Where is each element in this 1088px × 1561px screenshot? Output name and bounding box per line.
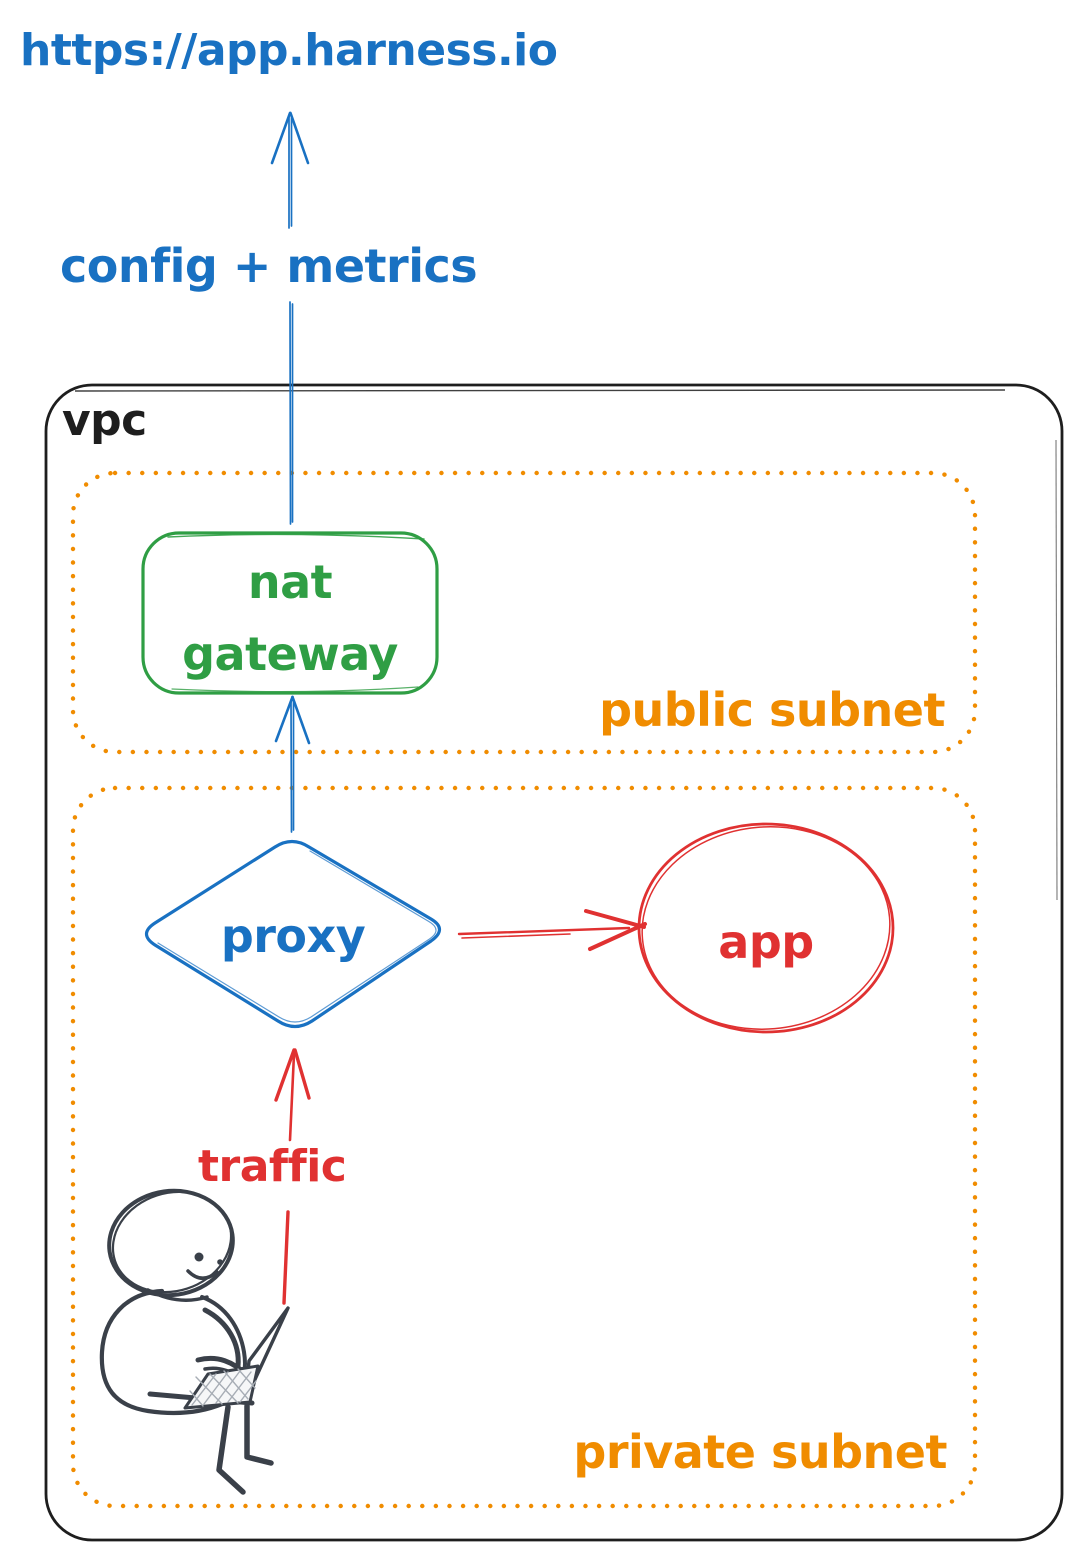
arrow-proxy-to-app (457, 909, 647, 951)
leg-back (244, 1403, 274, 1466)
vpc-box (44, 383, 1064, 1542)
laptop-keyboard (183, 1364, 260, 1410)
person-figure (99, 1188, 290, 1495)
public-subnet-border (70, 470, 978, 755)
nat-gateway-box (141, 531, 439, 695)
app-label: app (718, 915, 814, 969)
traffic-label: traffic (198, 1141, 347, 1192)
eye-dot (194, 1252, 204, 1262)
config-metrics-label: config + metrics (60, 239, 478, 293)
nat-gateway-label: nat gateway (143, 546, 437, 690)
smile-curve (186, 1269, 219, 1280)
nat-gateway-label-line2: gateway (182, 627, 398, 681)
nat-gateway-label-line1: nat (247, 555, 333, 609)
arrow-config-metrics (270, 111, 310, 525)
public-subnet-label: public subnet (599, 683, 945, 737)
proxy-label: proxy (220, 909, 366, 963)
arrow-proxy-to-nat (274, 695, 311, 833)
private-subnet-label: private subnet (573, 1425, 947, 1479)
private-subnet-border (70, 785, 978, 1509)
proxy-diamond (144, 839, 442, 1029)
harness-url-label: https://app.harness.io (20, 25, 558, 76)
arrow-traffic (274, 1048, 311, 1305)
leg-front (216, 1404, 246, 1495)
vpc-label: vpc (62, 395, 147, 446)
